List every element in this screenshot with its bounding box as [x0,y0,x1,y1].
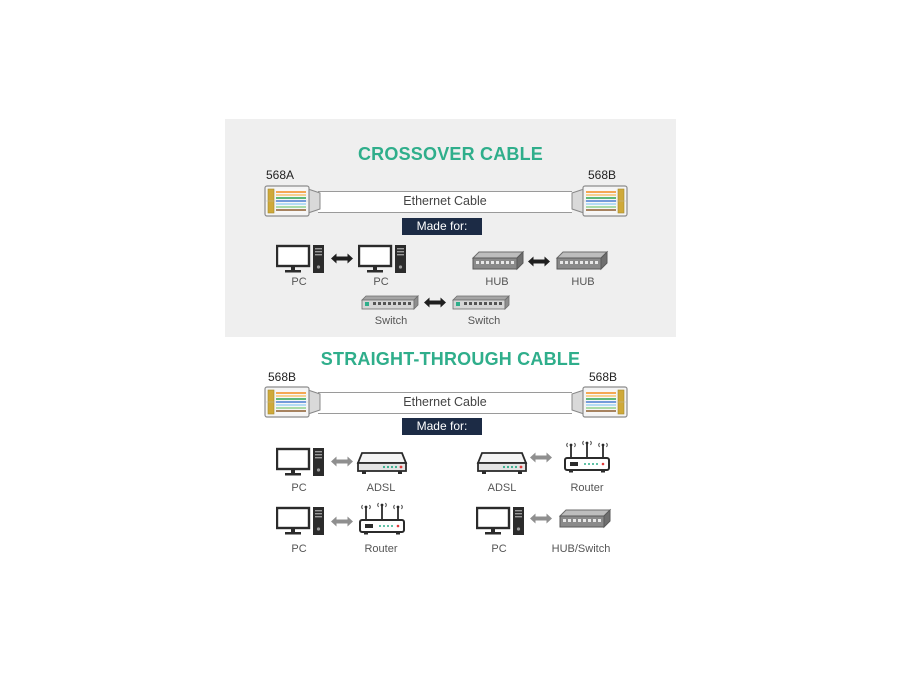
pc-icon [476,506,526,536]
pc-icon [276,244,326,274]
straight-pc-adsl-label-left: PC [291,482,307,494]
double-arrow-icon [331,456,353,467]
crossover-cable-label: Ethernet Cable [403,194,487,208]
adsl-modem-icon [356,449,408,475]
double-arrow-icon [528,256,550,267]
adsl-modem-icon [476,449,528,475]
straight-pc-hubswitch-label-left: PC [491,543,507,555]
crossover-right-standard: 568B [588,168,617,182]
crossover-made-for-badge: Made for: [402,218,482,235]
straight-cable-label: Ethernet Cable [403,395,487,409]
double-arrow-icon [331,516,353,527]
double-arrow-icon [530,452,552,463]
hub-icon [471,250,525,272]
switch-icon [360,295,420,311]
double-arrow-icon [424,297,446,308]
straight-pc-router-label-right: Router [364,543,398,555]
pc-icon [358,244,408,274]
crossover-left-standard: 568A [266,168,295,182]
router-icon [358,502,406,536]
double-arrow-icon [331,253,353,264]
rj45-connector-icon [570,385,630,419]
crossover-cable [318,191,572,213]
rj45-connector-icon [262,184,322,218]
straight-pc-adsl-label-right: ADSL [366,482,396,494]
straight-adsl-router-label-left: ADSL [487,482,517,494]
crossover-hub-label-left: HUB [485,276,509,288]
rj45-connector-icon [262,385,322,419]
crossover-title: CROSSOVER CABLE [357,144,544,164]
crossover-pc-label-left: PC [291,276,307,288]
crossover-hub-label-right: HUB [571,276,595,288]
straight-pc-hubswitch-label-right: HUB/Switch [551,543,611,555]
straight-pc-router-label-left: PC [291,543,307,555]
straight-title: STRAIGHT-THROUGH CABLE [320,349,581,369]
switch-icon [451,295,511,311]
router-icon [563,440,611,474]
crossover-pc-label-right: PC [373,276,389,288]
double-arrow-icon [530,513,552,524]
crossover-switch-label-right: Switch [467,315,501,327]
straight-right-standard: 568B [589,370,618,384]
hub-icon [555,250,609,272]
pc-icon [276,447,326,477]
straight-cable [318,392,572,414]
pc-icon [276,506,326,536]
crossover-switch-label-left: Switch [374,315,408,327]
straight-made-for-badge: Made for: [402,418,482,435]
hub-icon [556,508,614,530]
straight-left-standard: 568B [268,370,297,384]
straight-adsl-router-label-right: Router [570,482,604,494]
rj45-connector-icon [570,184,630,218]
